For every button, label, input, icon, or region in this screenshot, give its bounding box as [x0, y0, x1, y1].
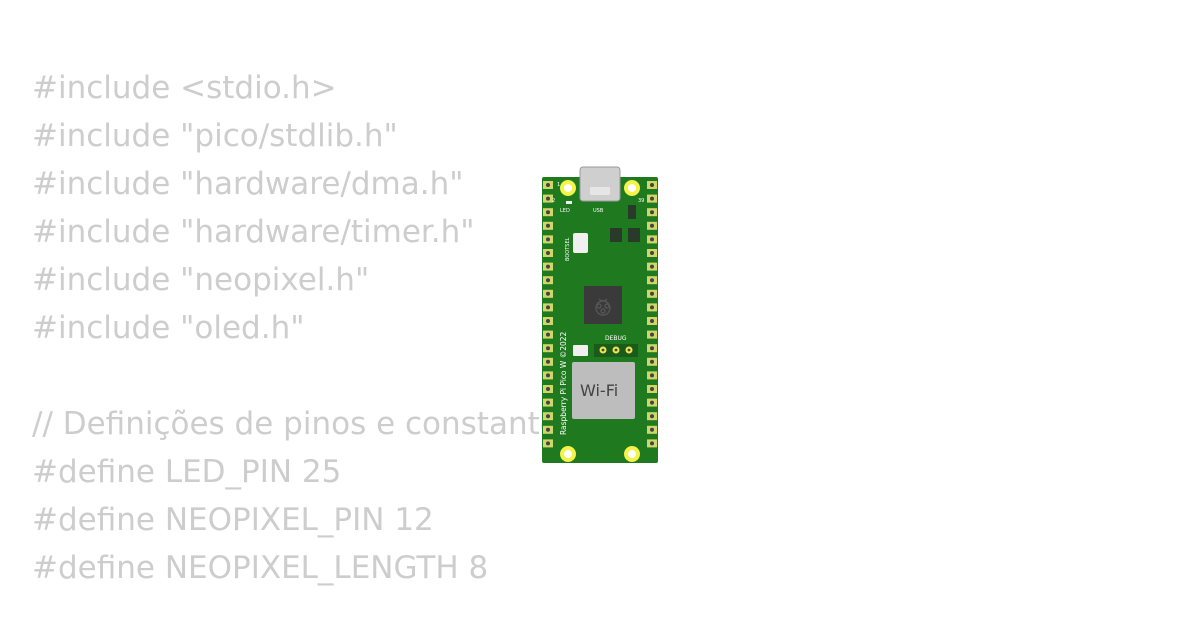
raspberry-pi-pico-w-board: LED USB 1 2 39 BOOTSEL DEBUG Wi-Fi Raspb… — [540, 165, 660, 465]
code-line: #include "hardware/dma.h" — [32, 166, 464, 202]
code-line: #define LED_PIN 25 — [32, 454, 342, 490]
code-line: #include "hardware/timer.h" — [32, 214, 475, 250]
code-line: #define NEOPIXEL_PIN 12 — [32, 502, 434, 538]
wifi-label: Wi-Fi — [580, 381, 618, 400]
usb-label: USB — [593, 208, 604, 214]
pin-header-left — [543, 181, 553, 448]
antenna-chip — [573, 345, 588, 356]
bootsel-label: BOOTSEL — [565, 237, 571, 261]
wifi-shield — [572, 362, 635, 419]
pin-2-label: 2 — [552, 198, 555, 204]
code-line: #include "neopixel.h" — [32, 262, 370, 298]
board-name-label: Raspberry Pi Pico W ©2022 — [559, 331, 568, 435]
debug-label: DEBUG — [605, 335, 627, 342]
pin-header-right — [647, 181, 657, 448]
code-line: #include "oled.h" — [32, 310, 305, 346]
code-line: #include "pico/stdlib.h" — [32, 118, 398, 154]
rp2040-chip — [584, 286, 622, 324]
code-line — [32, 352, 575, 400]
usb-connector — [579, 166, 621, 202]
code-snippet: #include <stdio.h> #include "pico/stdlib.… — [32, 64, 575, 592]
code-line: #include <stdio.h> — [32, 70, 337, 106]
code-line: // Definições de pinos e constantes — [32, 406, 575, 442]
pin-39-label: 39 — [638, 198, 644, 204]
raspberry-logo-icon — [595, 298, 611, 316]
code-line: #define NEOPIXEL_LENGTH 8 — [32, 550, 489, 586]
led-label: LED — [560, 208, 570, 214]
pin-1-label: 1 — [557, 182, 560, 188]
led — [566, 201, 572, 204]
bootsel-button[interactable] — [573, 233, 588, 253]
